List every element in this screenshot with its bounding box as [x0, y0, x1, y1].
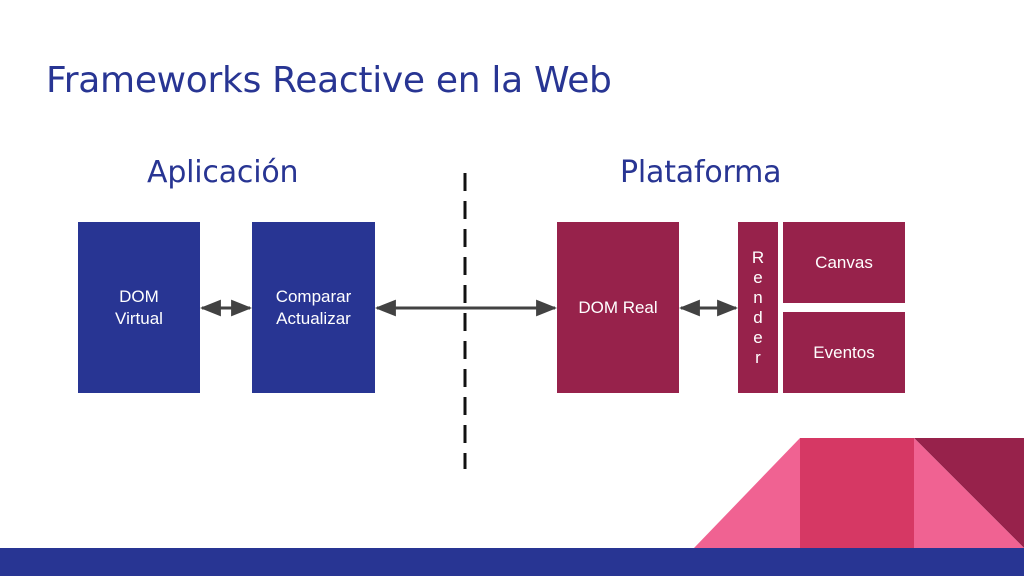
- accent-triangle-bottom: [914, 438, 1024, 548]
- heading-plataforma: Plataforma: [620, 155, 782, 190]
- eventos-box: Eventos: [783, 312, 905, 393]
- footer-bar: [0, 548, 1024, 576]
- page-title: Frameworks Reactive en la Web: [46, 60, 612, 101]
- accent-triangle-left: [694, 438, 800, 548]
- comparar-actualizar-box: Comparar Actualizar: [252, 222, 375, 393]
- comparar-line2: Actualizar: [276, 308, 351, 328]
- eventos-label: Eventos: [813, 342, 875, 362]
- render-letter: d: [753, 307, 763, 327]
- render-letter: R: [751, 247, 765, 267]
- comparar-line1: Comparar: [275, 286, 352, 306]
- accent-square: [800, 438, 914, 548]
- dom-real-box: DOM Real: [557, 222, 679, 393]
- dom-real-label: DOM Real: [578, 297, 658, 317]
- render-letter: e: [753, 267, 763, 287]
- heading-aplicacion: Aplicación: [147, 155, 299, 190]
- render-letter: r: [755, 347, 761, 367]
- render-letter: e: [753, 327, 763, 347]
- dom-virtual-box: DOM Virtual: [78, 222, 200, 393]
- canvas-label: Canvas: [815, 252, 873, 272]
- canvas-box: Canvas: [783, 222, 905, 303]
- dom-virtual-line2: Virtual: [115, 308, 163, 328]
- render-box: R e n d e r: [738, 222, 778, 393]
- dom-virtual-line1: DOM: [119, 286, 159, 306]
- render-letter: n: [753, 287, 763, 307]
